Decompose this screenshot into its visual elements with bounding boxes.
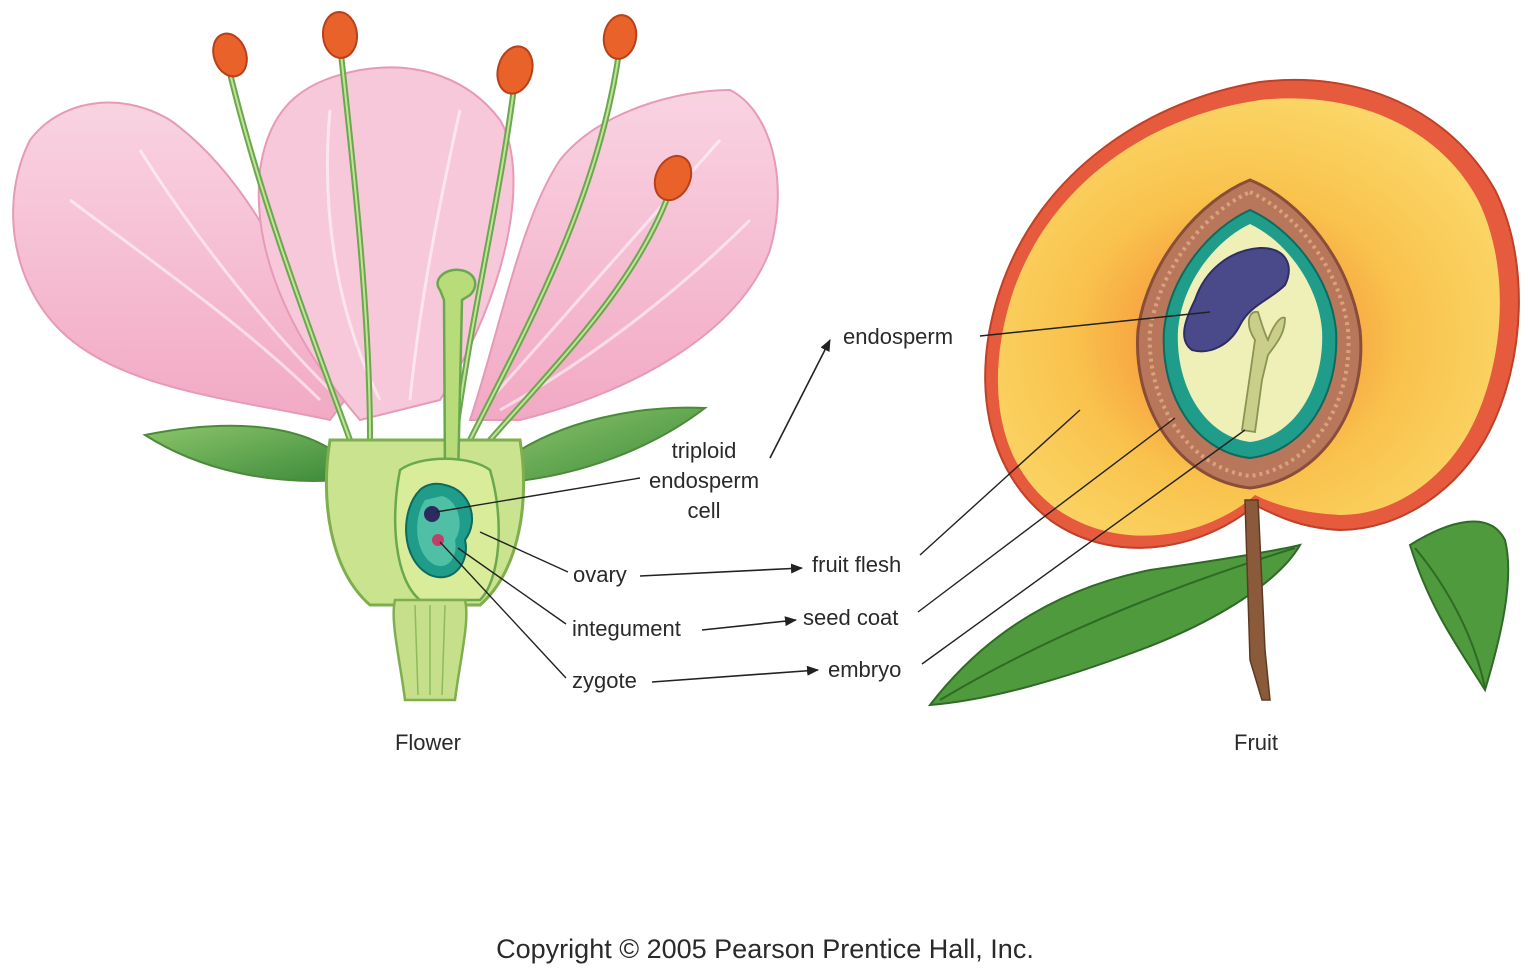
copyright-notice: Copyright © 2005 Pearson Prentice Hall, …: [496, 934, 1034, 964]
label-triploid-line3: cell: [687, 498, 720, 523]
label-integument: integument: [572, 616, 681, 641]
endosperm-blob: [1183, 246, 1290, 353]
fruit-leaf-right: [1408, 520, 1510, 693]
label-endosperm: endosperm: [843, 324, 953, 349]
fruit-stem: [1244, 499, 1271, 701]
caption-fruit: Fruit: [1234, 730, 1278, 755]
sepal-right: [503, 406, 708, 484]
label-ovary: ovary: [573, 562, 627, 587]
transition-arrows: [639, 339, 831, 683]
triploid-endosperm-cell-dot: [424, 506, 440, 522]
label-embryo: embryo: [828, 657, 901, 682]
label-zygote: zygote: [572, 668, 637, 693]
caption-flower: Flower: [395, 730, 461, 755]
label-seed-coat: seed coat: [803, 605, 898, 630]
anthers: [212, 11, 693, 202]
label-triploid-line2: endosperm: [649, 468, 759, 493]
petal-left: [12, 101, 347, 422]
fruit-leaf-left: [927, 543, 1303, 707]
fruit-illustration: [927, 78, 1520, 707]
label-triploid-line1: triploid: [672, 438, 737, 463]
pistil-style: [436, 268, 477, 482]
flower-illustration: [12, 11, 779, 702]
label-fruit-flesh: fruit flesh: [812, 552, 901, 577]
embryo-shape: [1240, 311, 1286, 434]
leader-lines: [435, 311, 1246, 679]
sepal-left: [142, 424, 347, 482]
